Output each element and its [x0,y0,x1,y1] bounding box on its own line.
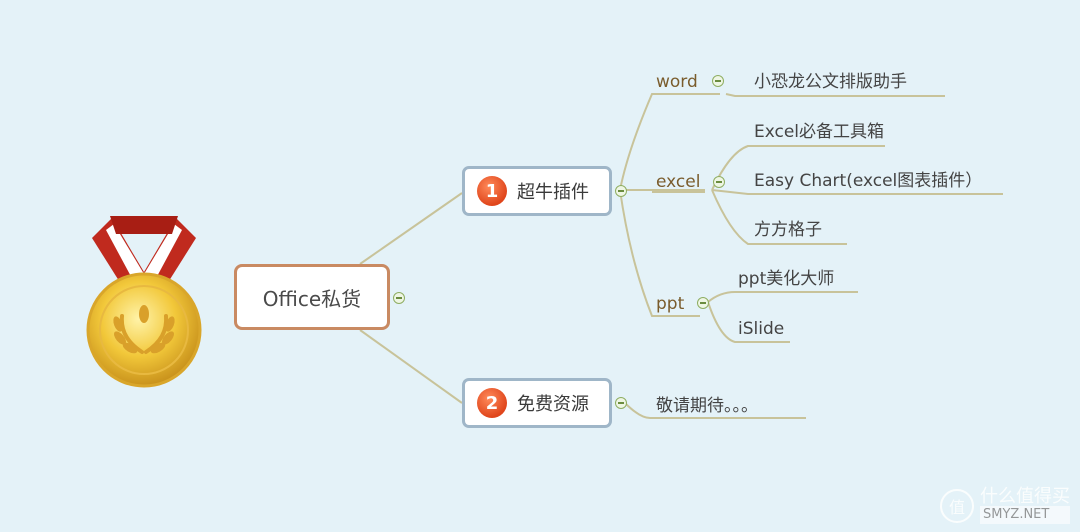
leaf-excel-plugin-3[interactable]: 方方格子 [754,220,822,240]
leaf-free-resource[interactable]: 敬请期待。。。 [656,396,758,416]
branch-2-collapse-toggle[interactable] [615,397,627,409]
leaf-word-plugin[interactable]: 小恐龙公文排版助手 [754,72,907,92]
category-ppt[interactable]: ppt [656,294,684,314]
branch-1-collapse-toggle[interactable] [615,185,627,197]
leaf-ppt-plugin-1[interactable]: ppt美化大师 [738,269,834,289]
medal-icon [84,212,204,392]
branch-number-badge: 2 [477,388,507,418]
branch-node-plugins[interactable]: 1 超牛插件 [462,166,612,216]
branch-node-free-resources[interactable]: 2 免费资源 [462,378,612,428]
connector-word-leaf [726,94,945,96]
watermark-url: SMYZ.NET [980,506,1070,524]
leaf-ppt-plugin-2[interactable]: iSlide [738,319,784,339]
leaf-excel-plugin-2[interactable]: Easy Chart(excel图表插件） [754,171,982,191]
category-ppt-collapse-toggle[interactable] [697,297,709,309]
branch-label: 超牛插件 [517,178,589,204]
category-word-collapse-toggle[interactable] [712,75,724,87]
category-excel-collapse-toggle[interactable] [713,176,725,188]
watermark-text: 什么值得买 [980,488,1070,506]
connector-root-to-2 [360,330,462,403]
watermark: 值 什么值得买 SMYZ.NET [940,488,1070,524]
leaf-excel-plugin-1[interactable]: Excel必备工具箱 [754,122,884,142]
connector-ppt-leaf1 [708,292,858,302]
root-node[interactable]: Office私货 [234,264,390,330]
branch-number-badge: 1 [477,176,507,206]
root-node-label: Office私货 [263,283,361,312]
category-word[interactable]: word [656,72,698,92]
watermark-logo-icon: 值 [940,489,974,523]
category-excel[interactable]: excel [656,172,700,192]
connector-root-to-1 [360,193,462,264]
root-collapse-toggle[interactable] [393,292,405,304]
branch-label: 免费资源 [517,390,589,416]
